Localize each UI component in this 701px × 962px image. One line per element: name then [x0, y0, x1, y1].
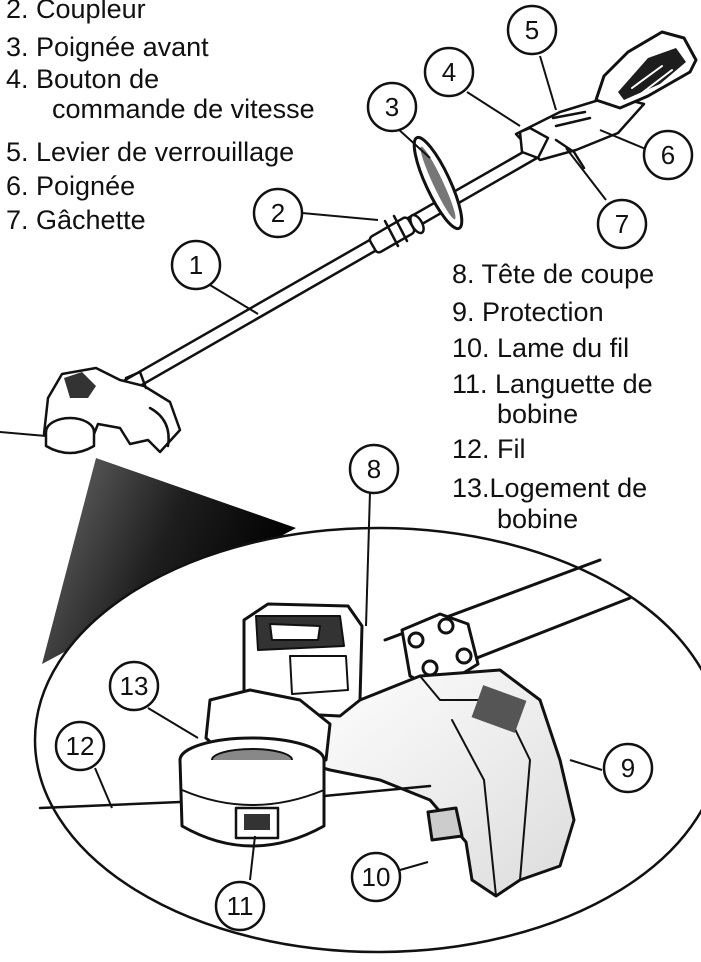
- label-spool-housing-2: bobine: [497, 504, 579, 534]
- leaders-detail: [94, 491, 603, 881]
- callout-2-text: 2: [271, 198, 285, 228]
- label-handle: 6. Poignée: [6, 171, 136, 201]
- label-line: 12. Fil: [452, 434, 526, 464]
- label-speed-button-1: 4. Bouton de: [6, 64, 160, 94]
- front-handle-shape: [412, 135, 464, 231]
- label-line-blade: 10. Lame du fil: [452, 333, 630, 363]
- small-head-shape: [42, 366, 182, 455]
- label-lock-lever: 5. Levier de verrouillage: [6, 137, 295, 167]
- callout-5: [506, 4, 558, 56]
- label-spool-tab-2: bobine: [497, 399, 579, 429]
- cutting-head-detail: [38, 558, 632, 898]
- callout-5-text: 5: [525, 15, 539, 45]
- label-spool-housing-1: 13.Logement de: [452, 473, 648, 503]
- callout-9-text: 9: [621, 753, 635, 783]
- callout-10: [350, 851, 402, 903]
- label-speed-button-2: commande de vitesse: [52, 94, 315, 124]
- handle-housing-shape: [514, 30, 698, 170]
- callouts: [54, 4, 694, 932]
- callout-3-text: 3: [385, 92, 399, 122]
- label-trigger: 7. Gâchette: [6, 205, 146, 235]
- callout-8-text: 8: [367, 454, 381, 484]
- callout-7-text: 7: [615, 209, 629, 239]
- leaders-upper: [204, 55, 649, 315]
- spool-body: [178, 758, 326, 848]
- trimmer-overview: [0, 30, 698, 455]
- callout-8: [348, 443, 400, 495]
- callout-9: [602, 742, 654, 794]
- label-coupler: 2. Coupleur: [6, 0, 146, 24]
- label-spool-tab-1: 11. Languette de: [452, 369, 653, 399]
- shaft: [118, 145, 534, 385]
- callout-10-text: 10: [362, 862, 391, 892]
- callout-13-text: 13: [120, 671, 149, 701]
- label-front-handle: 3. Poignée avant: [6, 32, 209, 62]
- line-small: [0, 431, 47, 437]
- callout-3: [366, 81, 418, 133]
- callout-11-text: 11: [227, 891, 254, 921]
- callout-2: [252, 187, 304, 239]
- blade-shape: [426, 806, 464, 842]
- label-cutting-head: 8. Tête de coupe: [452, 259, 655, 289]
- callout-6-text: 6: [661, 140, 675, 170]
- callout-4-text: 4: [442, 57, 456, 87]
- callout-12: [54, 720, 106, 772]
- callout-11: [214, 880, 266, 932]
- callout-7: [596, 198, 648, 250]
- callout-1-text: 1: [189, 250, 203, 280]
- callout-6: [642, 129, 694, 181]
- callout-1: [170, 239, 222, 291]
- label-guard: 9. Protection: [452, 297, 604, 327]
- coupler-shape: [368, 213, 425, 254]
- callout-4: [423, 46, 475, 98]
- callout-12-text: 12: [66, 731, 95, 761]
- callout-13: [108, 660, 160, 712]
